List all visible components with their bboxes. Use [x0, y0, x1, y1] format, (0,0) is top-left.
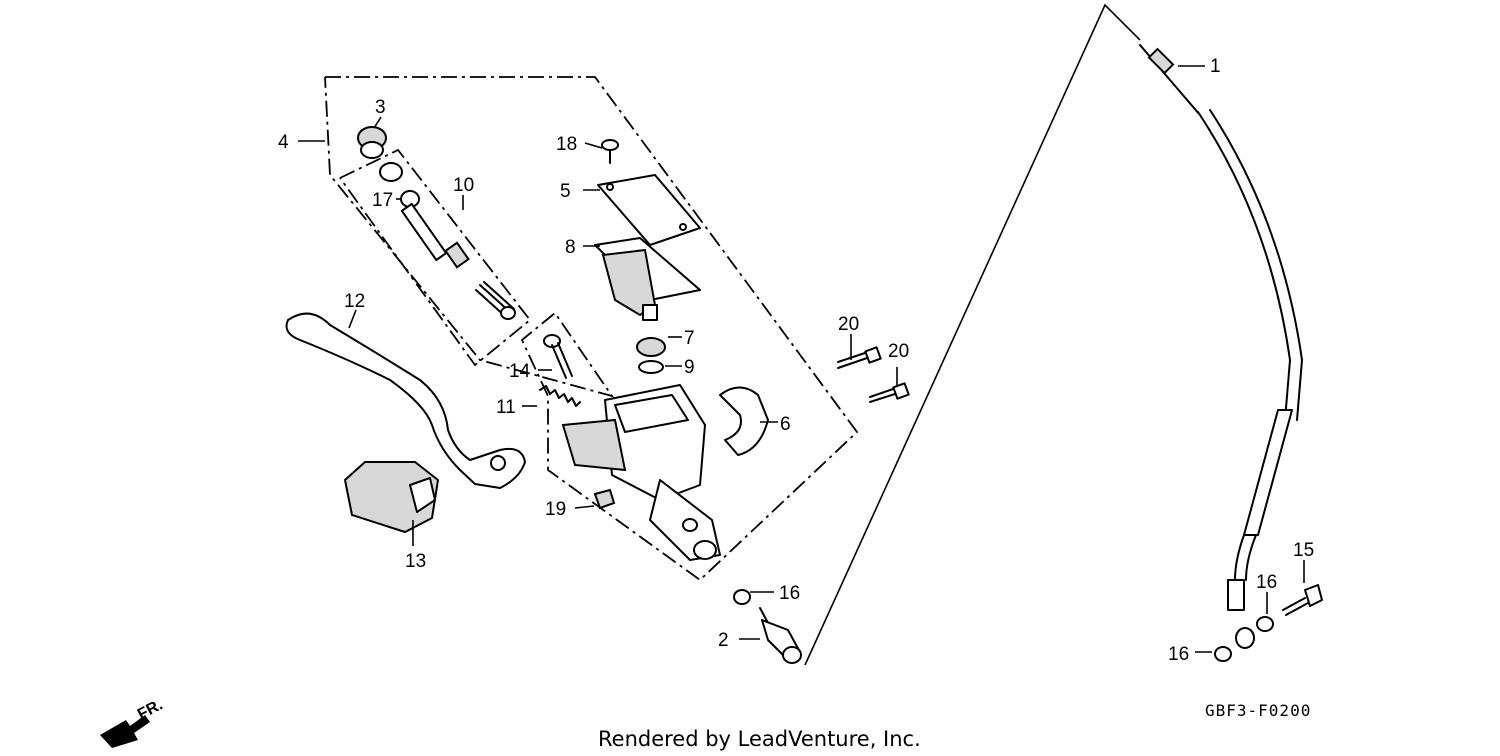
part-reservoir-cover	[597, 174, 701, 246]
callout-19: 19	[545, 499, 566, 520]
callout-11: 11	[496, 397, 516, 418]
hose-outline	[804, 3, 1141, 666]
part-circlip	[379, 162, 403, 182]
part-screw-18	[601, 139, 619, 164]
part-oil-bolt-2	[733, 589, 802, 664]
part-brake-switch	[343, 461, 440, 534]
leader-lines	[348, 65, 1305, 653]
callout-12: 12	[344, 291, 365, 312]
part-master-cylinder-body	[561, 384, 721, 561]
callout-9: 9	[684, 357, 695, 378]
part-cap-19	[593, 488, 616, 510]
part-washer-16b	[1214, 646, 1232, 662]
callout-4: 4	[278, 132, 289, 153]
callout-13: 13	[405, 551, 426, 572]
callout-2: 2	[718, 630, 729, 651]
callout-14: 14	[509, 361, 531, 382]
callout-18: 18	[556, 134, 577, 155]
callout-7: 7	[684, 328, 695, 349]
part-brake-hose	[1139, 44, 1303, 649]
callout-15: 15	[1293, 540, 1314, 561]
diagram-code: GBF3-F0200	[1205, 701, 1311, 720]
part-bolt-20a	[837, 346, 882, 369]
part-pivot-bolt	[543, 334, 573, 379]
front-direction-arrow: FR.	[100, 696, 166, 748]
callout-16-right: 16	[1256, 572, 1277, 593]
callout-1: 1	[1210, 56, 1221, 77]
part-piston-set	[400, 202, 516, 320]
callout-20-upper: 20	[838, 314, 859, 335]
callout-16-bottom: 16	[1168, 644, 1189, 665]
part-plate-7	[636, 337, 666, 357]
credit-text: Rendered by LeadVenture, Inc.	[598, 727, 921, 751]
part-oil-bolt-15	[1282, 584, 1323, 616]
callout-8: 8	[565, 237, 576, 258]
part-holder	[719, 386, 769, 456]
callout-6: 6	[780, 414, 791, 435]
part-bolt-20b	[869, 382, 910, 403]
part-oring-9	[638, 360, 664, 374]
piston-kit-outline	[339, 148, 532, 367]
callout-17: 17	[372, 190, 393, 211]
callout-16-left: 16	[779, 583, 800, 604]
part-brake-lever	[285, 312, 526, 489]
part-diaphragm	[594, 237, 701, 321]
callout-10: 10	[453, 175, 474, 196]
part-washer-16c	[1256, 616, 1274, 632]
lever-pivot-hole	[490, 455, 506, 471]
part-boot	[357, 126, 387, 159]
callout-3: 3	[375, 97, 386, 118]
part-spring-11	[539, 385, 581, 407]
callout-20-lower: 20	[888, 341, 909, 362]
callout-5: 5	[560, 181, 571, 202]
assembly-outline	[324, 76, 859, 582]
